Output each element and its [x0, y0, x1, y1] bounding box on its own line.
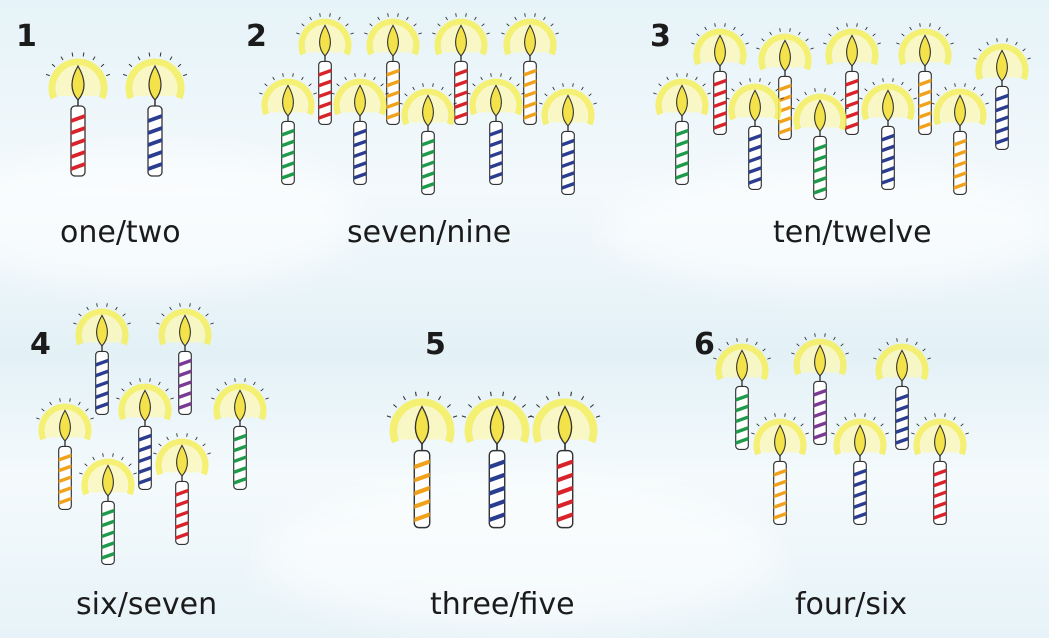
- candle: [211, 378, 269, 490]
- answer-choice: three/five: [430, 587, 575, 622]
- candle: [153, 433, 211, 545]
- candle: [116, 378, 174, 490]
- candle: [122, 52, 188, 177]
- candle: [386, 391, 458, 529]
- exercise-number: 6: [694, 327, 715, 362]
- candle: [331, 73, 389, 185]
- candle: [79, 453, 137, 565]
- candle: [726, 78, 784, 190]
- candle: [691, 23, 749, 135]
- candle: [791, 88, 849, 200]
- candle: [539, 83, 597, 195]
- candle: [973, 38, 1031, 150]
- candle: [911, 413, 969, 525]
- candle: [713, 338, 771, 450]
- candle: [45, 52, 111, 177]
- candle: [859, 78, 917, 190]
- candle: [653, 73, 711, 185]
- candle: [461, 391, 533, 529]
- exercise-number: 5: [425, 327, 446, 362]
- answer-choice: four/six: [795, 587, 908, 622]
- candle: [36, 398, 94, 510]
- candle: [931, 83, 989, 195]
- candle: [364, 13, 422, 125]
- candle: [873, 338, 931, 450]
- candle: [791, 333, 849, 445]
- candle: [432, 13, 490, 125]
- candle: [259, 73, 317, 185]
- answer-choice: one/two: [60, 215, 181, 250]
- candle: [296, 13, 354, 125]
- candle: [823, 23, 881, 135]
- candle: [399, 83, 457, 195]
- candle: [156, 303, 214, 415]
- answer-choice: ten/twelve: [773, 215, 932, 250]
- exercise-number: 2: [246, 19, 267, 54]
- candle: [756, 28, 814, 140]
- answer-choice: six/seven: [76, 587, 218, 622]
- exercise-number: 1: [16, 19, 37, 54]
- candle: [831, 413, 889, 525]
- answer-choice: seven/nine: [347, 215, 512, 250]
- exercise-number: 4: [30, 327, 51, 362]
- candle: [73, 303, 131, 415]
- candle: [751, 413, 809, 525]
- candle: [896, 23, 954, 135]
- candle: [529, 391, 601, 529]
- exercise-number: 3: [650, 19, 671, 54]
- candle: [467, 73, 525, 185]
